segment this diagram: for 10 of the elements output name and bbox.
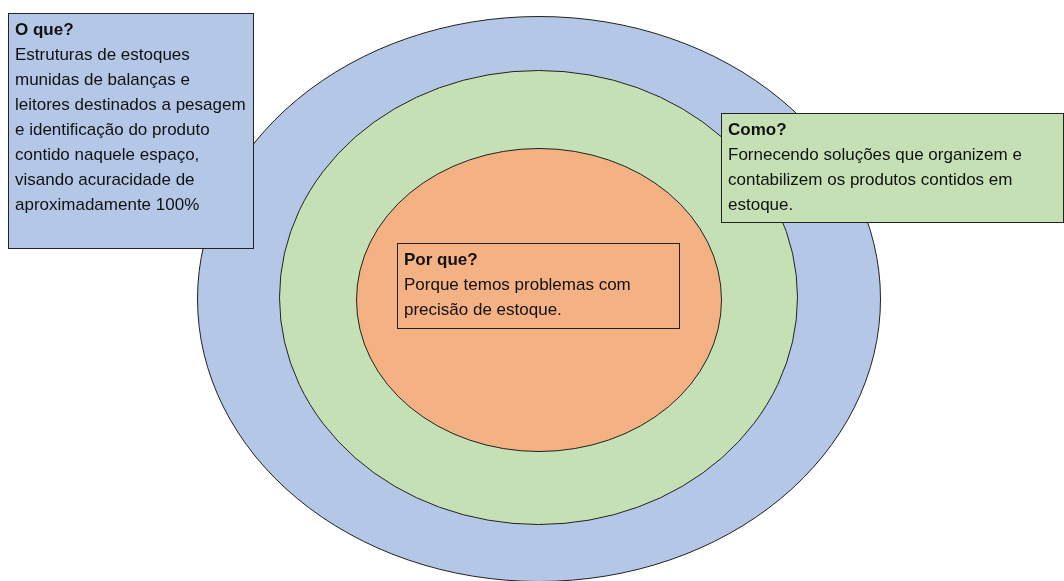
text-box	[397, 243, 680, 329]
box-heading: Como?	[728, 119, 788, 141]
text-box	[8, 13, 254, 249]
inner-ellipse	[356, 148, 722, 452]
box-heading: Por que?	[404, 249, 479, 271]
box-text: Porque temos problemas com precisão de estoque.	[404, 274, 632, 321]
box-heading: O que?	[15, 19, 75, 41]
box-text: Fornecendo soluções que organizem e contabilizem os produtos contidos em estoque.	[728, 144, 1023, 216]
text-box	[721, 113, 1064, 223]
box-text: Estruturas de estoques munidas de balanças e leitores destinados a pesagem e identificação do produto contido naquele espaço, visando acuracidade de aproximadamente 100%	[15, 44, 247, 216]
